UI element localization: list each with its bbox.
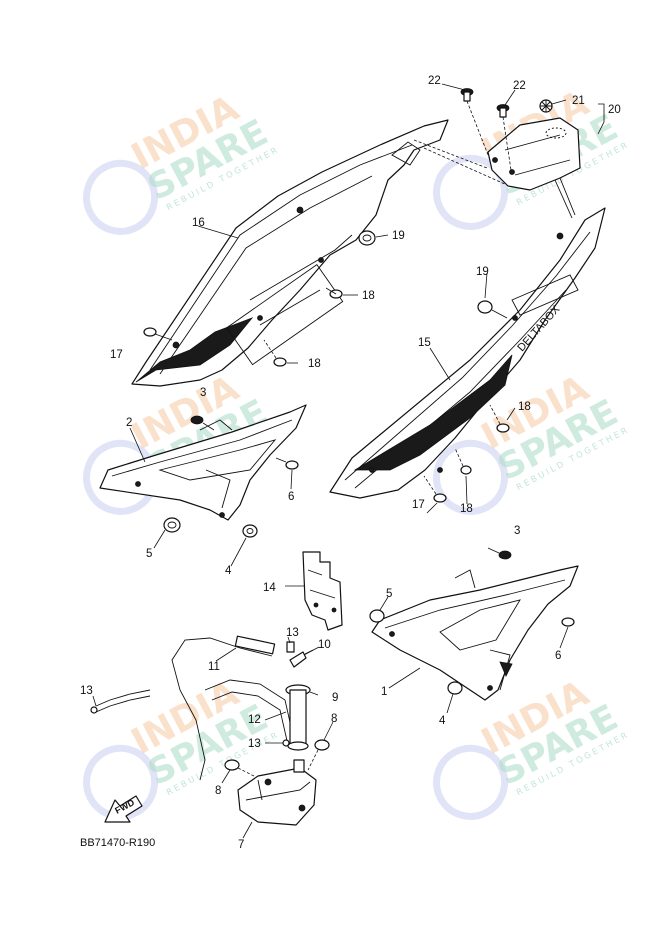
hose-12 <box>204 679 295 746</box>
callout-label: 4 <box>439 715 446 727</box>
watermark-ring-icon <box>83 744 159 820</box>
callout-label: 20 <box>608 104 621 116</box>
clip-21 <box>539 99 553 113</box>
screw-18-right-lower <box>454 447 472 475</box>
grommet-5-right <box>369 609 385 623</box>
hose-13-left <box>90 689 151 714</box>
screw-6-left <box>275 457 299 470</box>
watermark-ring-icon <box>433 744 509 820</box>
callout-label: 3 <box>514 525 520 537</box>
callout-label: 17 <box>110 349 123 361</box>
screw-17-left <box>143 327 173 341</box>
screw-17-right <box>423 475 447 503</box>
callout-label: 19 <box>476 266 489 278</box>
callout-label: 12 <box>248 714 261 726</box>
callout-label: 22 <box>513 80 526 92</box>
screw-18-upper-left <box>325 287 343 299</box>
callout-label: 8 <box>215 785 221 797</box>
callout-label: 5 <box>386 588 392 600</box>
grommet-5-left <box>163 517 181 533</box>
screw-8-right <box>307 739 330 771</box>
callout-label: 18 <box>460 503 473 515</box>
screw-6-right <box>561 617 575 627</box>
part-9-valve <box>285 684 319 751</box>
part-2-lower-panel-left <box>99 404 307 521</box>
callout-label: 5 <box>146 548 152 560</box>
callout-label: 13 <box>248 738 261 750</box>
grommet-19-right <box>477 300 508 319</box>
callout-label: 22 <box>428 75 441 87</box>
callout-label: 19 <box>392 230 405 242</box>
callout-label: 21 <box>572 95 585 107</box>
callout-label: 3 <box>200 387 206 399</box>
callout-label: 14 <box>263 582 276 594</box>
callout-label: 6 <box>288 491 294 503</box>
hose-11 <box>171 635 276 781</box>
callout-label: 17 <box>412 499 425 511</box>
callout-label: 9 <box>332 692 338 704</box>
callout-label: 18 <box>518 401 531 413</box>
part-7-lower-box <box>237 759 317 826</box>
callout-label: 6 <box>555 650 561 662</box>
callout-label: 10 <box>318 639 331 651</box>
watermark-ring-icon <box>83 159 159 235</box>
part-1-lower-panel-right <box>371 565 579 701</box>
callout-label: 18 <box>362 290 375 302</box>
callout-labels: 22 22 21 20 16 19 18 17 18 19 15 18 3 2 … <box>80 75 621 851</box>
callout-label: 8 <box>331 713 337 725</box>
callout-label: 11 <box>208 661 220 673</box>
callout-label: 16 <box>192 217 205 229</box>
watermark-ring-icon <box>433 439 509 515</box>
leader-lines <box>92 83 605 839</box>
fitting-13-top <box>286 641 295 653</box>
callout-label: 15 <box>418 337 431 349</box>
grommet-4-right <box>447 681 463 695</box>
grommet-19-left <box>358 230 376 246</box>
callout-label: 4 <box>225 565 232 577</box>
callout-label: 13 <box>80 685 93 697</box>
screw-18-lower-left <box>263 339 287 367</box>
part-16-side-cover-left <box>131 119 508 387</box>
bolt-22-b <box>496 104 512 171</box>
callout-label: 7 <box>238 839 244 851</box>
callout-label: 13 <box>286 627 299 639</box>
screw-18-right-upper <box>489 404 510 433</box>
watermark-bottom-right: INDIA SPARE REBUILD TOGETHER <box>433 673 631 820</box>
bolt-3-left <box>190 415 215 431</box>
grommet-4-left <box>242 524 258 538</box>
part-20-tail-bracket <box>487 117 581 219</box>
fwd-arrow-icon: FWD <box>104 795 143 823</box>
bolt-22-a <box>460 88 491 161</box>
callout-label: 2 <box>126 417 132 429</box>
diagram-code: BB71470-R190 <box>80 837 155 849</box>
callout-label: 1 <box>381 686 387 698</box>
part-14-bracket-plate <box>302 551 343 631</box>
callout-label: 18 <box>308 358 321 370</box>
bolt-3-right <box>487 547 512 560</box>
